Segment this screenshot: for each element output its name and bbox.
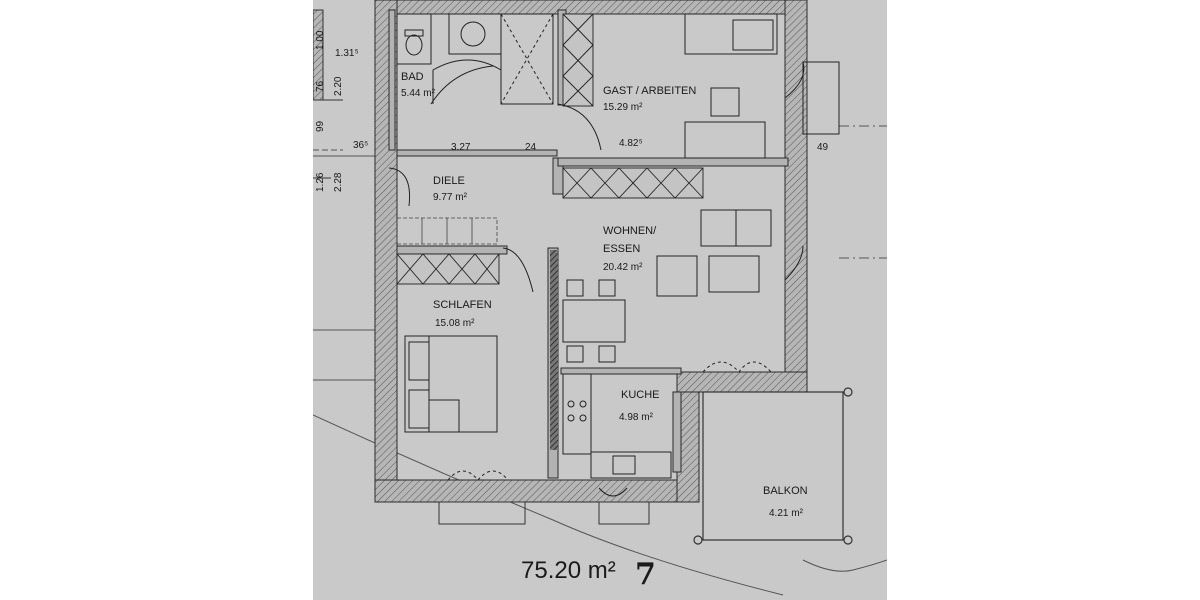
kitchen-fixtures — [562, 373, 672, 479]
shower-icon — [500, 13, 554, 105]
room-area-gast: 15.29 m² — [603, 102, 643, 113]
kitchen-sink-icon — [590, 451, 672, 479]
room-label-wohnen-line2: ESSEN — [603, 243, 640, 255]
living-furniture — [562, 209, 804, 373]
total-area: 75.20 m² — [521, 557, 616, 584]
balcony — [693, 387, 853, 545]
dimension-label: 2.28 — [333, 172, 344, 192]
room-area-kueche: 4.98 m² — [619, 412, 654, 423]
desk-chair-icon — [710, 87, 740, 117]
dimension-label: 76 — [315, 80, 326, 92]
dimension-label: 1.31⁵ — [335, 48, 359, 59]
wardrobe-schlafen — [396, 253, 500, 285]
dimension-label: 4.82⁵ — [619, 138, 643, 149]
dimension-label: 24 — [525, 142, 537, 153]
room-label-gast: GAST / ARBEITEN — [603, 85, 696, 97]
armchair-icon — [708, 255, 760, 293]
doors — [388, 65, 628, 497]
gast-furniture — [684, 13, 840, 159]
exterior-walls — [374, 0, 808, 503]
left-neighbour-fragment — [313, 9, 343, 179]
room-label-diele: DIELE — [433, 175, 465, 187]
room-label-wohnen-line1: WOHNEN/ — [603, 225, 657, 237]
window-bays — [438, 501, 650, 525]
room-area-balkon: 4.21 m² — [769, 508, 804, 519]
wall-duct — [550, 250, 558, 450]
dining-table-icon — [562, 299, 626, 343]
floor-plan: BAD 5.44 m² GAST / ARBEITEN 15.29 m² DIE… — [313, 0, 887, 596]
room-area-schlafen: 15.08 m² — [435, 318, 475, 329]
dimension-label: 1.00 — [315, 30, 326, 50]
shelf-diele — [396, 217, 498, 245]
room-label-balkon: BALKON — [763, 485, 808, 497]
room-area-diele: 9.77 m² — [433, 192, 468, 203]
wardrobe-gast — [562, 13, 594, 107]
dimension-label: 99 — [315, 120, 326, 132]
bed-icon — [684, 13, 778, 55]
dimension-label: 49 — [817, 142, 829, 153]
dimension-label: 2.20 — [333, 76, 344, 96]
room-label-bad: BAD — [401, 71, 424, 83]
handwritten-mark: 7 — [635, 557, 656, 592]
bed-schlafen — [404, 335, 498, 433]
sink-icon — [448, 13, 502, 55]
room-area-wohnen: 20.42 m² — [603, 262, 643, 273]
bathroom-fixtures — [396, 13, 554, 105]
stove-icon — [562, 373, 592, 455]
wardrobe-wohnen — [562, 167, 704, 199]
toilet-icon — [405, 34, 423, 56]
floor-plan-sheet: BAD 5.44 m² GAST / ARBEITEN 15.29 m² DIE… — [313, 0, 887, 600]
dimension-label: 1.26 — [315, 172, 326, 192]
dimension-label: 36⁵ — [353, 140, 368, 151]
desk-icon — [684, 121, 766, 159]
room-area-bad: 5.44 m² — [401, 88, 436, 99]
dimension-label: 3.27 — [451, 142, 471, 153]
room-label-schlafen: SCHLAFEN — [433, 299, 492, 311]
coffee-table-icon — [656, 255, 698, 297]
double-bed-icon — [404, 335, 498, 433]
room-label-kueche: KUCHE — [621, 389, 660, 401]
